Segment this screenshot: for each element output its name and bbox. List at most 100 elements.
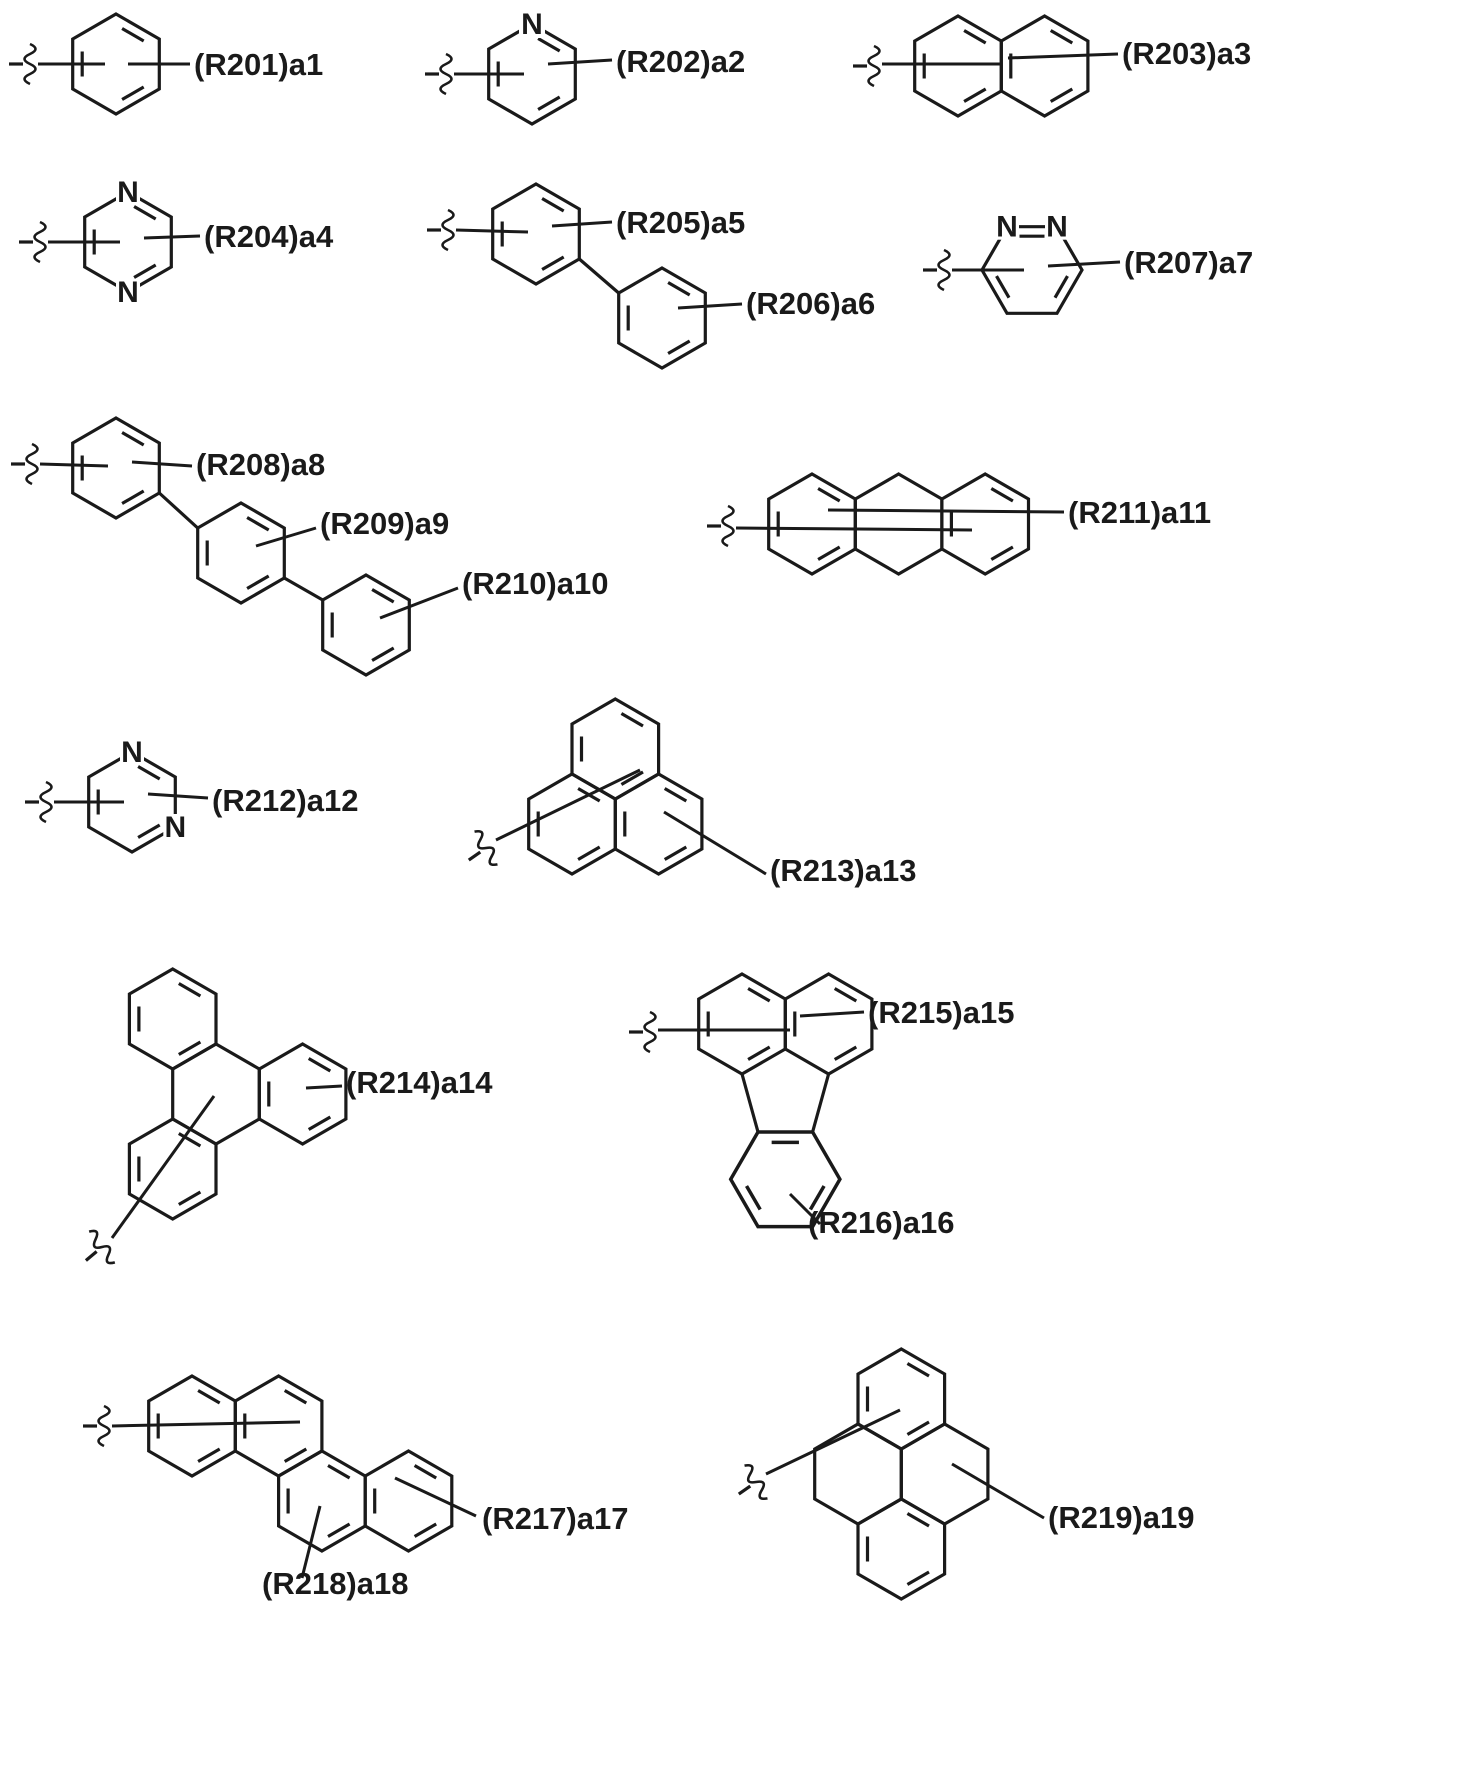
structure-fluoranthene: (R215)a15 (R216)a16 (627, 972, 1014, 1240)
structure-pyrene: (R219)a19 (725, 1347, 1194, 1601)
nitrogen-atom-label: N (121, 736, 143, 769)
bond-line (578, 257, 620, 295)
nitrogen-atom-label: N (521, 8, 543, 41)
bond-line (455, 228, 529, 234)
bond-line (305, 1084, 343, 1090)
atom-label-mask (1045, 213, 1069, 240)
substituent-label-r208: (R208)a8 (196, 447, 325, 482)
substituent-label-r210: (R210)a10 (462, 566, 608, 601)
substituent-label-r201: (R201)a1 (194, 47, 323, 82)
substituent-label-r209: (R209)a9 (320, 506, 449, 541)
attachment-point-squiggle (17, 220, 48, 264)
substituent-label-r207: (R207)a7 (1124, 245, 1253, 280)
biphenyl-ring-lower (617, 266, 707, 370)
triphenylene-ring (127, 1117, 218, 1221)
structure-phenanthrene: (R213)a13 (455, 697, 916, 888)
structure-pyridazine: N N (R207)a7 (921, 211, 1253, 315)
nitrogen-atom-label: N (164, 811, 186, 844)
substituent-label-r215: (R215)a15 (868, 995, 1014, 1030)
terphenyl-ring-3 (321, 573, 411, 677)
substituent-label-r217: (R217)a17 (482, 1501, 628, 1536)
structure-naphthalene: (R203)a3 (851, 14, 1251, 118)
chrysene-ring (277, 1449, 367, 1553)
bond-line (143, 234, 201, 240)
structure-biphenyl: (R205)a5 (R206)a6 (425, 182, 875, 370)
substituent-label-r214: (R214)a14 (346, 1065, 493, 1100)
bond-line (765, 1408, 901, 1476)
substituent-label-r219: (R219)a19 (1048, 1500, 1194, 1535)
biphenyl-ring-upper (491, 182, 581, 286)
naphthalene-ring (999, 14, 1090, 118)
atom-label-mask (120, 739, 144, 765)
attachment-point-squiggle (725, 1460, 774, 1513)
attachment-point-squiggle (7, 42, 38, 86)
bond-line (788, 1192, 822, 1226)
attachment-point-squiggle (81, 1404, 112, 1448)
structure-chrysene: (R217)a17 (R218)a18 (81, 1374, 628, 1601)
bond-line (547, 58, 613, 66)
terphenyl-ring-2 (196, 501, 286, 605)
bond-line (255, 526, 317, 548)
bond-line (158, 491, 199, 530)
attachment-point-squiggle (705, 504, 736, 548)
bond-line (495, 768, 641, 842)
attachment-point-squiggle (921, 248, 952, 292)
phenanthrene-ring (570, 697, 661, 801)
bond-line (110, 1095, 216, 1239)
attachment-point-squiggle (23, 780, 54, 824)
atom-label-mask (116, 179, 140, 205)
pyrene-ring (856, 1497, 947, 1601)
bond-line (677, 302, 743, 310)
structure-terphenyl: (R208)a8 (R209)a9 (R210)a10 (9, 416, 608, 677)
substituent-label-r202: (R202)a2 (616, 44, 745, 79)
pyrene-ring (813, 1422, 903, 1526)
triphenylene-ring (127, 967, 218, 1071)
fluoranthene-ring (783, 972, 874, 1076)
nitrogen-atom-label: N (117, 276, 139, 309)
substituent-label-r204: (R204)a4 (204, 219, 334, 254)
bond-line (811, 1073, 831, 1133)
structure-benzene: (R201)a1 (7, 12, 323, 116)
bond-line (111, 1420, 301, 1428)
pyrene-ring (856, 1347, 947, 1451)
substituent-label-r211: (R211)a11 (1068, 495, 1211, 530)
attachment-point-squiggle (851, 44, 882, 88)
bond-line (283, 576, 324, 602)
nitrogen-atom-label: N (117, 176, 139, 209)
bond-line (1047, 260, 1121, 268)
nitrogen-atom-label: N (1046, 211, 1068, 244)
bond-line (799, 1010, 865, 1018)
anthracene-ring (940, 472, 1031, 576)
terphenyl-ring-1 (71, 416, 161, 520)
substituent-label-r216: (R216)a16 (808, 1205, 954, 1240)
bond-line (951, 1462, 1045, 1520)
anthracene-ring (767, 472, 857, 576)
atom-label-mask (116, 279, 140, 305)
structure-pyrimidine: N N (R212)a12 (23, 736, 358, 854)
structure-triphenylene: (R214)a14 (71, 967, 493, 1278)
atom-label-mask (519, 11, 545, 38)
bond-line (735, 526, 973, 532)
bond-line (827, 508, 1065, 514)
substituent-label-r206: (R206)a6 (746, 286, 875, 321)
attachment-point-squiggle (455, 826, 504, 879)
attachment-point-squiggle (425, 208, 456, 252)
substituent-label-r218: (R218)a18 (262, 1566, 408, 1601)
bond-line (39, 462, 109, 468)
substituent-label-r203: (R203)a3 (1122, 36, 1251, 71)
bond-line (131, 460, 193, 468)
bond-line (394, 1476, 477, 1518)
attachment-point-squiggle (627, 1010, 658, 1054)
attachment-point-squiggle (423, 52, 454, 96)
triphenylene-ring (257, 1042, 348, 1146)
structure-anthracene: (R211)a11 (705, 472, 1211, 576)
bond-line (663, 810, 767, 876)
anthracene-ring (853, 472, 944, 576)
chrysene-ring (363, 1449, 454, 1553)
naphthalene-ring (913, 14, 1003, 118)
bond-line (1007, 52, 1119, 60)
substituent-label-r212: (R212)a12 (212, 783, 358, 818)
bond-line (379, 586, 459, 620)
substituent-label-r205: (R205)a5 (616, 205, 745, 240)
